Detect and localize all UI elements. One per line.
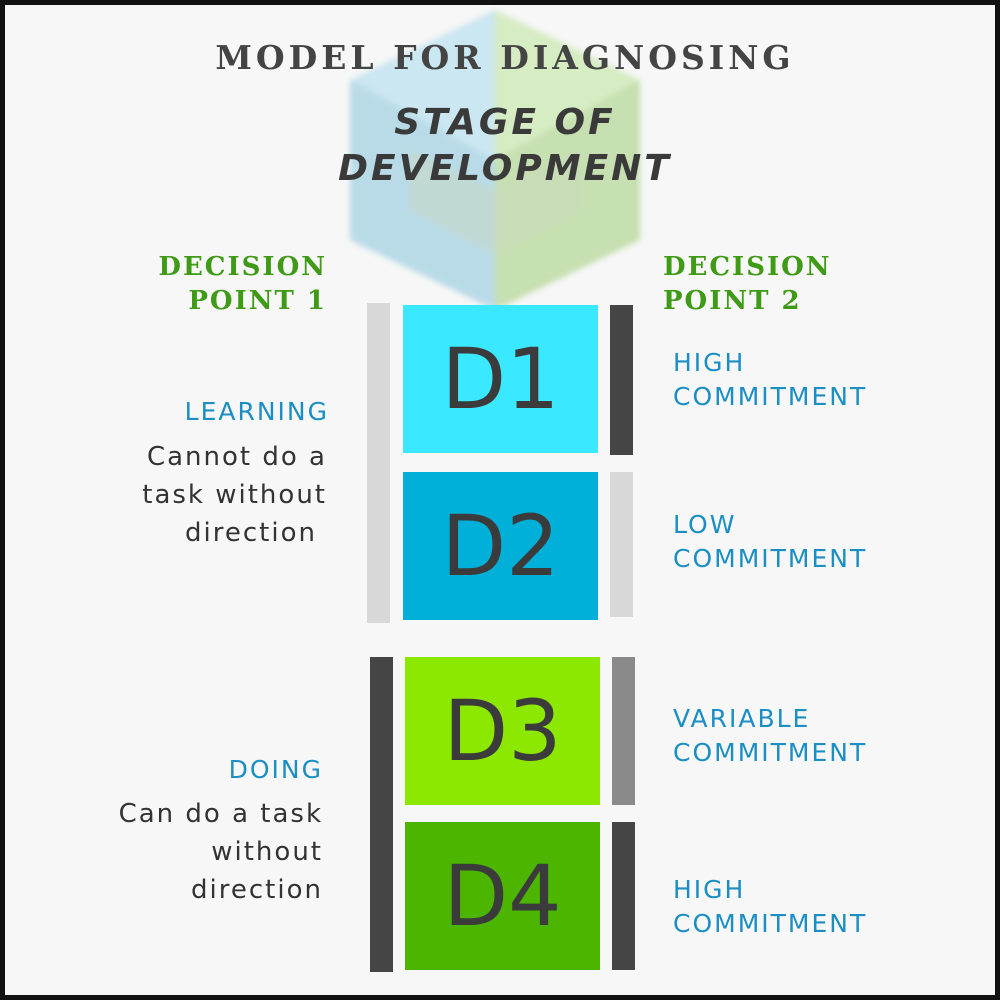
subtitle-line-2: DEVELOPMENT: [338, 148, 672, 189]
stage-label-d4: D4: [443, 847, 562, 945]
stage-box-d2: D2: [403, 472, 598, 620]
stage-label-d3: D3: [443, 682, 562, 780]
decision-point-1-label: DECISION POINT 1: [158, 250, 327, 318]
learning-heading: LEARNING: [184, 397, 329, 426]
stage-label-d1: D1: [441, 330, 560, 428]
doing-description-line-1: Can do a task: [118, 799, 323, 829]
learning-bracket-bar: [367, 303, 390, 623]
learning-description: Cannot do a task without direction: [142, 438, 327, 552]
doing-description-line-3: direction: [191, 875, 323, 905]
commitment-d2-line-1: LOW: [673, 510, 737, 539]
commitment-d3-line-1: VARIABLE: [673, 704, 811, 733]
stage-box-d3: D3: [405, 657, 600, 805]
commitment-d4-line-1: HIGH: [673, 875, 746, 904]
subtitle-line-1: STAGE OF: [394, 102, 616, 143]
commitment-bar-d4: [612, 822, 635, 970]
commitment-bar-d2: [610, 472, 633, 617]
commitment-bar-d3: [612, 657, 635, 805]
decision-point-1-line-1: DECISION: [158, 252, 327, 282]
learning-description-line-1: Cannot do a: [146, 442, 327, 472]
learning-description-line-2: task without: [142, 480, 327, 510]
decision-point-2-line-1: DECISION: [663, 252, 832, 282]
doing-description: Can do a task without direction: [119, 795, 323, 909]
commitment-bar-d1: [610, 305, 633, 455]
stage-label-d2: D2: [441, 497, 560, 595]
commitment-d1-line-1: HIGH: [673, 348, 746, 377]
diagram-title: MODEL FOR DIAGNOSING: [215, 38, 795, 77]
commitment-d3-line-2: COMMITMENT: [673, 738, 868, 767]
hexagon-logo-watermark: [350, 10, 640, 310]
doing-bracket-bar: [370, 657, 393, 972]
decision-point-1-line-2: POINT 1: [188, 286, 327, 316]
commitment-d1-line-2: COMMITMENT: [673, 382, 868, 411]
commitment-d4-line-2: COMMITMENT: [673, 909, 868, 938]
stage-box-d1: D1: [403, 305, 598, 453]
decision-point-2-label: DECISION POINT 2: [663, 250, 832, 318]
doing-description-line-2: without: [211, 837, 323, 867]
learning-description-line-3: direction: [185, 518, 317, 548]
commitment-d2-line-2: COMMITMENT: [673, 544, 868, 573]
stage-box-d4: D4: [405, 822, 600, 970]
doing-heading: DOING: [228, 755, 323, 784]
commitment-label-d1: HIGH COMMITMENT: [673, 346, 867, 414]
commitment-label-d3: VARIABLE COMMITMENT: [673, 702, 867, 770]
commitment-label-d2: LOW COMMITMENT: [673, 508, 867, 576]
commitment-label-d4: HIGH COMMITMENT: [673, 873, 867, 941]
diagram-subtitle: STAGE OF DEVELOPMENT: [5, 100, 995, 192]
decision-point-2-line-2: POINT 2: [663, 286, 802, 316]
